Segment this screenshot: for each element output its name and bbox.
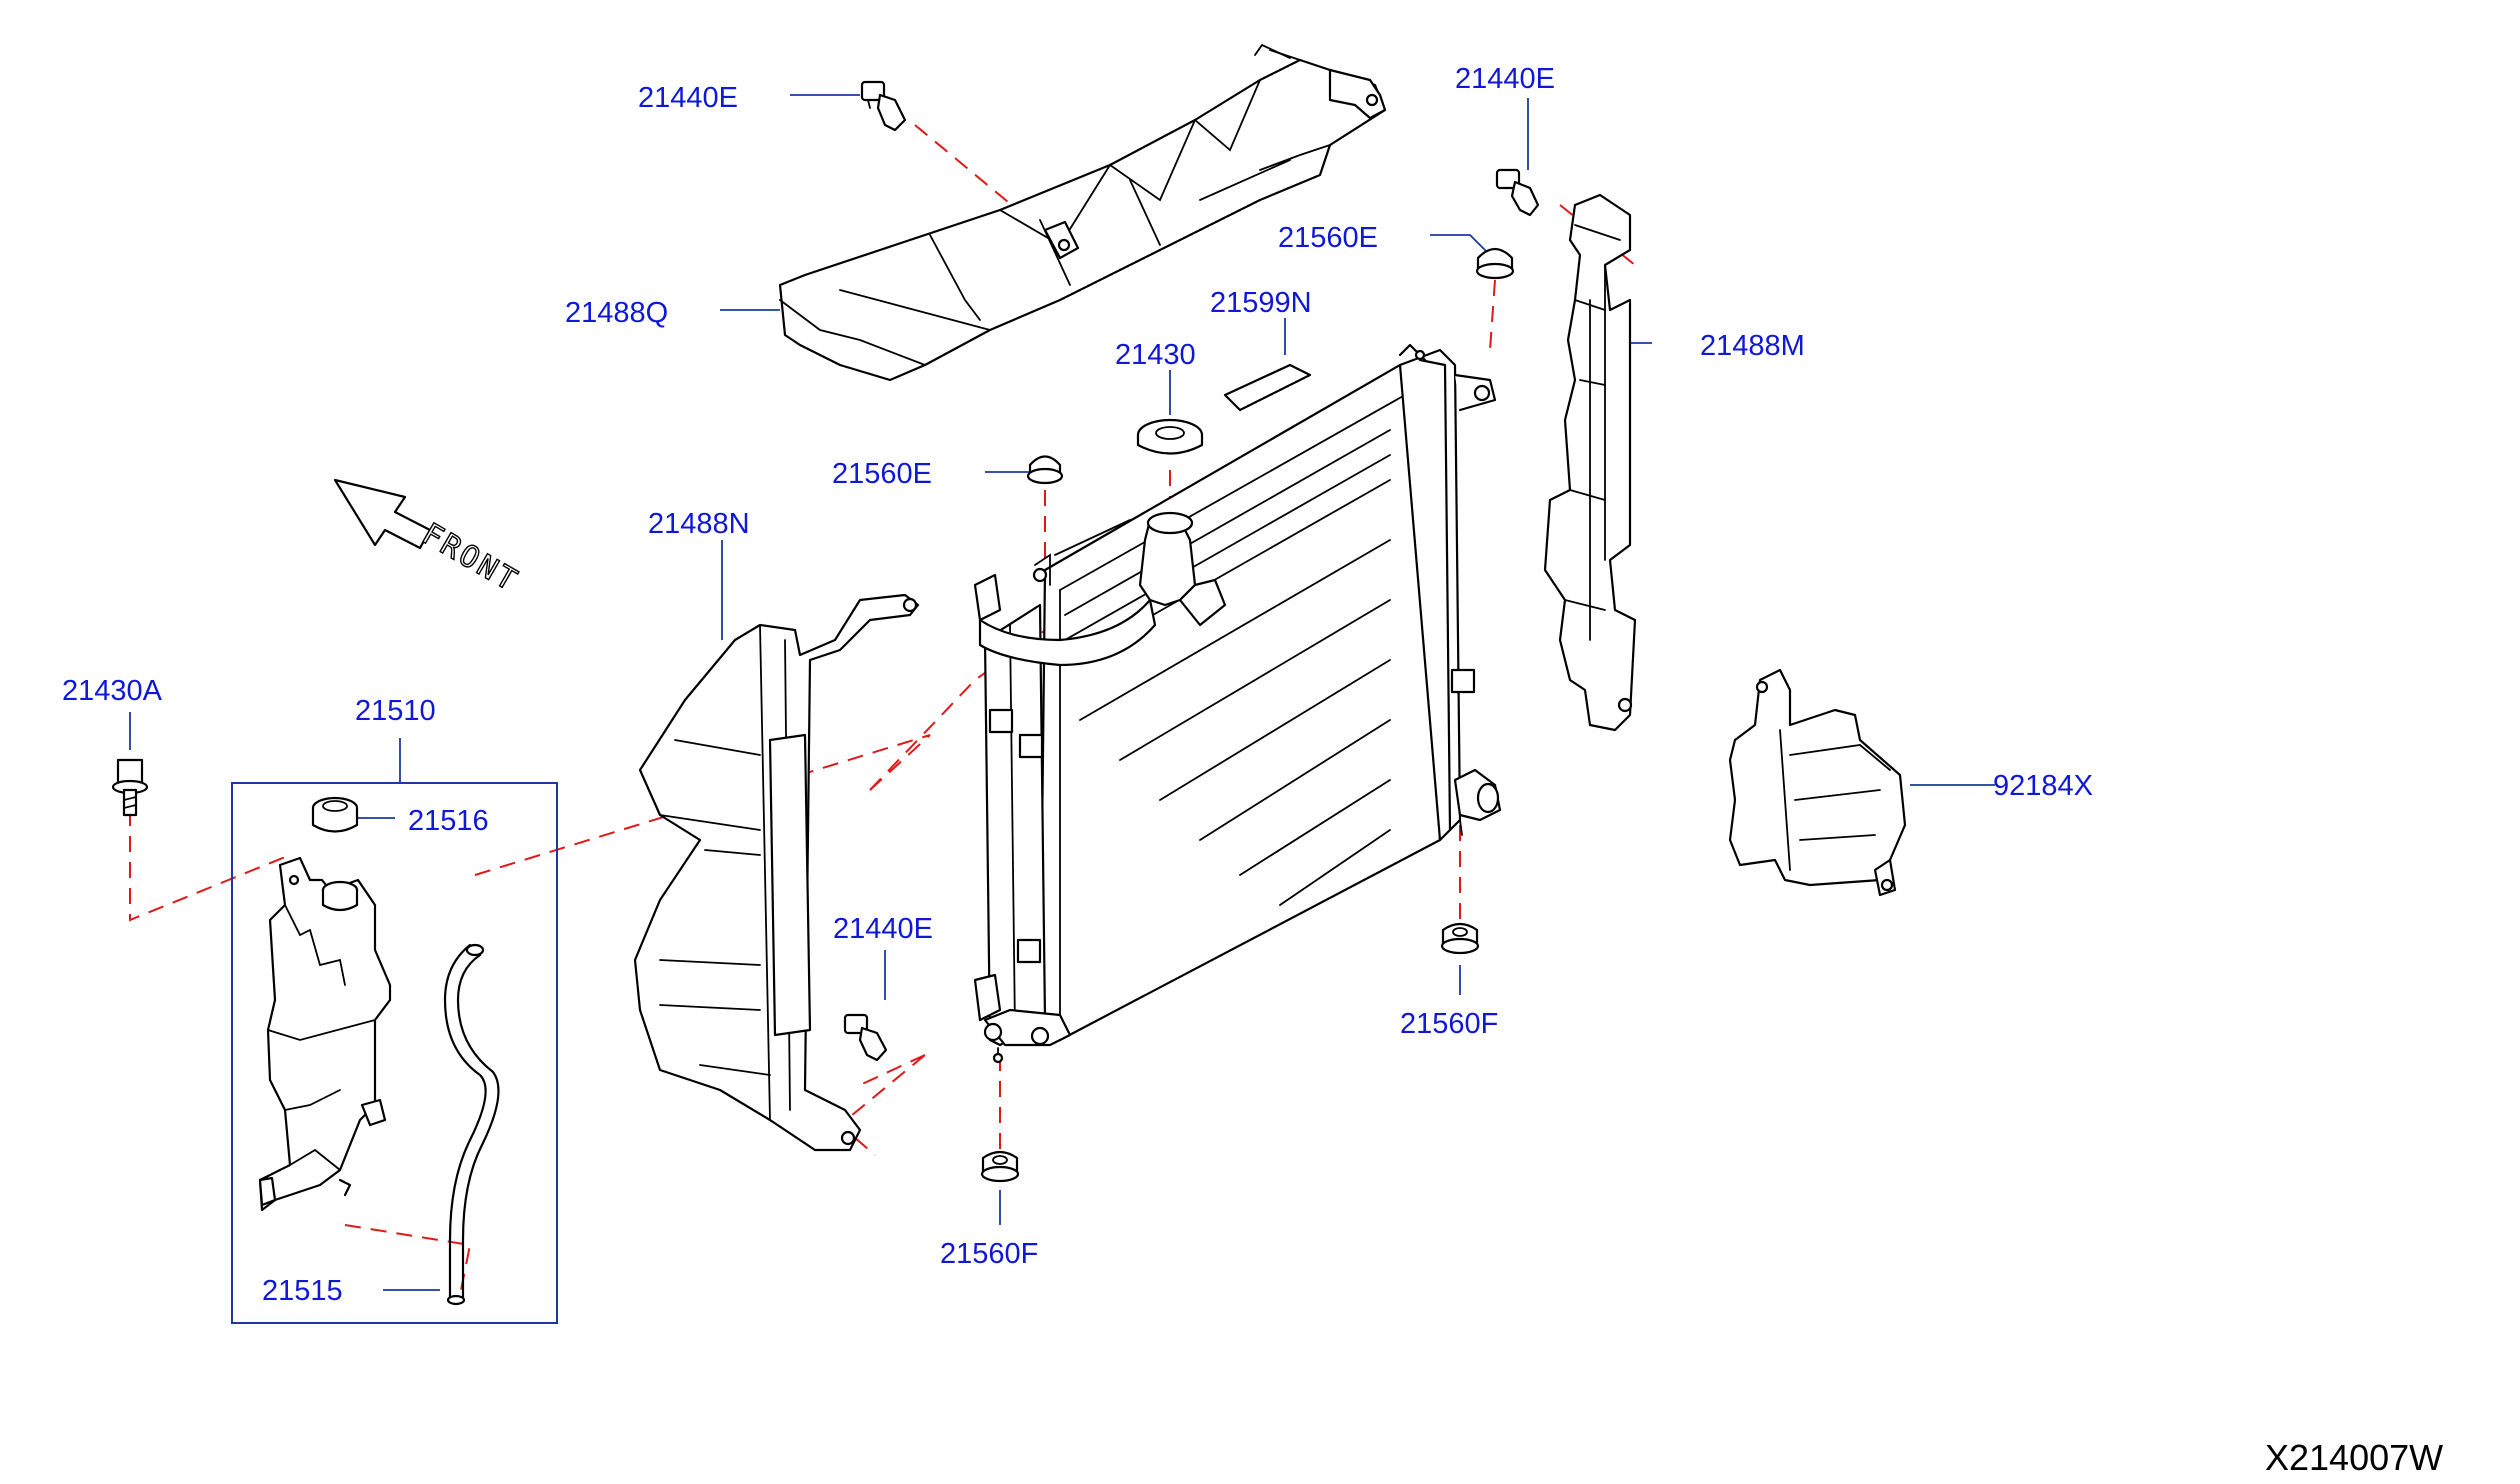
- leader-lines: [129, 94, 1995, 1291]
- callout-21488q: 21488Q: [565, 297, 668, 329]
- front-arrow-label: FRONT: [416, 517, 525, 600]
- reservoir-set-box: [231, 782, 558, 1324]
- radiator-cap-21430: [1136, 418, 1204, 455]
- callout-21599n: 21599N: [1210, 287, 1312, 319]
- right-side-shroud-21488m: [1543, 193, 1637, 732]
- drawing-reference: X214007W: [2265, 1437, 2443, 1478]
- overflow-hose-21515: [443, 943, 500, 1306]
- callout-21510: 21510: [355, 695, 436, 727]
- callout-21430a: 21430A: [62, 675, 163, 707]
- left-side-shroud-21488n: [633, 593, 920, 1152]
- clip-21440e-top: [860, 80, 907, 132]
- upper-radiator-shroud: [778, 43, 1387, 382]
- grommet-21560e-left: [1026, 455, 1064, 485]
- clip-21440e-right: [1495, 168, 1540, 217]
- callout-21560e-left: 21560E: [832, 458, 932, 490]
- callout-21440e-right: 21440E: [1455, 63, 1555, 95]
- caution-label-21599n: [1223, 363, 1312, 412]
- callout-21440e-top: 21440E: [638, 82, 738, 114]
- grommet-21560f-bottom: [980, 1150, 1020, 1183]
- callout-21440e-mid: 21440E: [833, 913, 933, 945]
- bracket-92184x: [1728, 668, 1907, 897]
- callout-21560f-bottom: 21560F: [940, 1238, 1038, 1270]
- callout-labels: 21440E 21440E 21560E 21488Q 21599N 21430…: [62, 63, 2093, 1307]
- grommet-21560f-right: [1440, 922, 1480, 955]
- callout-21488n: 21488N: [648, 508, 750, 540]
- callout-21488m: 21488M: [1700, 330, 1805, 362]
- reservoir-cap-21516: [311, 796, 359, 833]
- bolt-21430a: [111, 758, 149, 817]
- callout-21515: 21515: [262, 1275, 343, 1307]
- callout-21516: 21516: [408, 805, 489, 837]
- reservoir-tank-21510: [258, 856, 392, 1212]
- callout-92184x: 92184X: [1993, 770, 2093, 802]
- callout-21560e-top: 21560E: [1278, 222, 1378, 254]
- callout-21430: 21430: [1115, 339, 1196, 371]
- grommet-21560e-top: [1475, 247, 1515, 280]
- front-direction-arrow: FRONT: [333, 478, 525, 600]
- clip-21440e-mid: [843, 1013, 888, 1062]
- radiator-assembly: [973, 343, 1502, 1064]
- callout-21560f-right: 21560F: [1400, 1008, 1498, 1040]
